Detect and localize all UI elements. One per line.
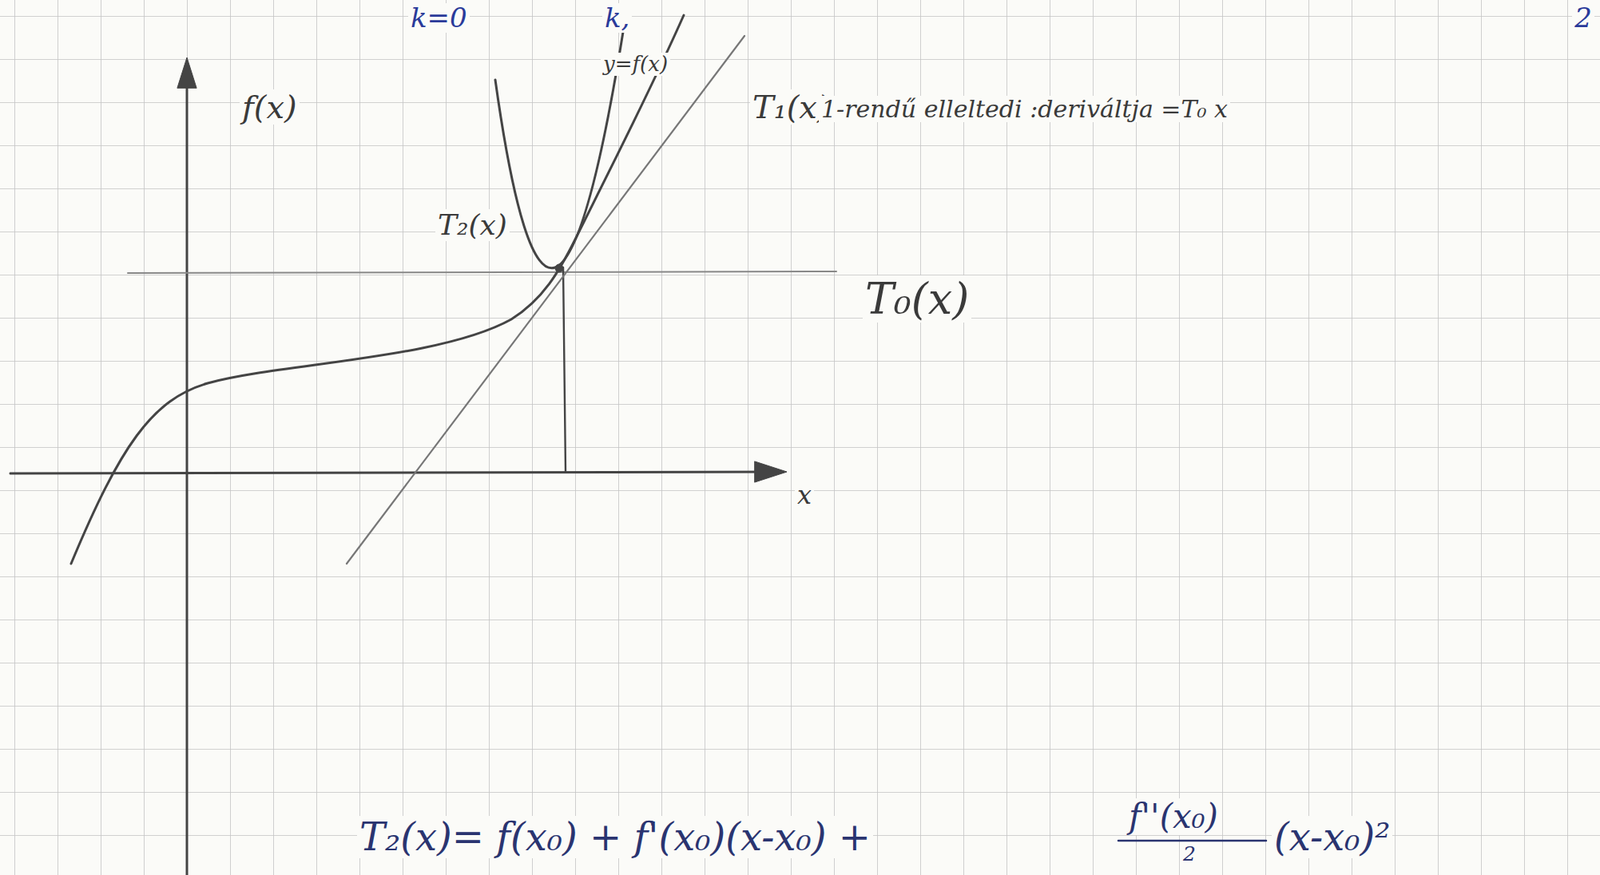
x-axis: [10, 472, 779, 474]
x-arrow: [754, 461, 787, 483]
y-axis: [186, 63, 189, 875]
fraction-bar: [1118, 840, 1267, 843]
formula-denominator: 2: [1180, 844, 1199, 865]
formula: T₂(x)= f(x₀) + f'(x₀)(x-x₀) +: [357, 816, 874, 859]
tangent-line: [346, 35, 745, 564]
y-arrow: [177, 57, 197, 88]
point: [555, 264, 564, 273]
axis-label: f(x): [239, 89, 300, 125]
polynomial-label: T₂(x): [435, 209, 510, 242]
function-curve: [71, 15, 684, 564]
index-label: k,: [602, 3, 632, 33]
axis-label: x: [794, 481, 814, 510]
note-text: 1-rendű elleltedi :deriváltja =T₀ x: [818, 95, 1231, 123]
curve-label: y=f(x): [600, 52, 671, 76]
x0-line: [563, 267, 566, 473]
formula-term: (x-x₀)²: [1271, 816, 1393, 859]
index-label: k=0: [408, 3, 470, 33]
t0-line: [127, 271, 837, 274]
formula-numerator: f''(x₀): [1126, 798, 1221, 836]
page-number: 2: [1572, 3, 1595, 33]
polynomial-label: T₀(x): [862, 275, 972, 323]
